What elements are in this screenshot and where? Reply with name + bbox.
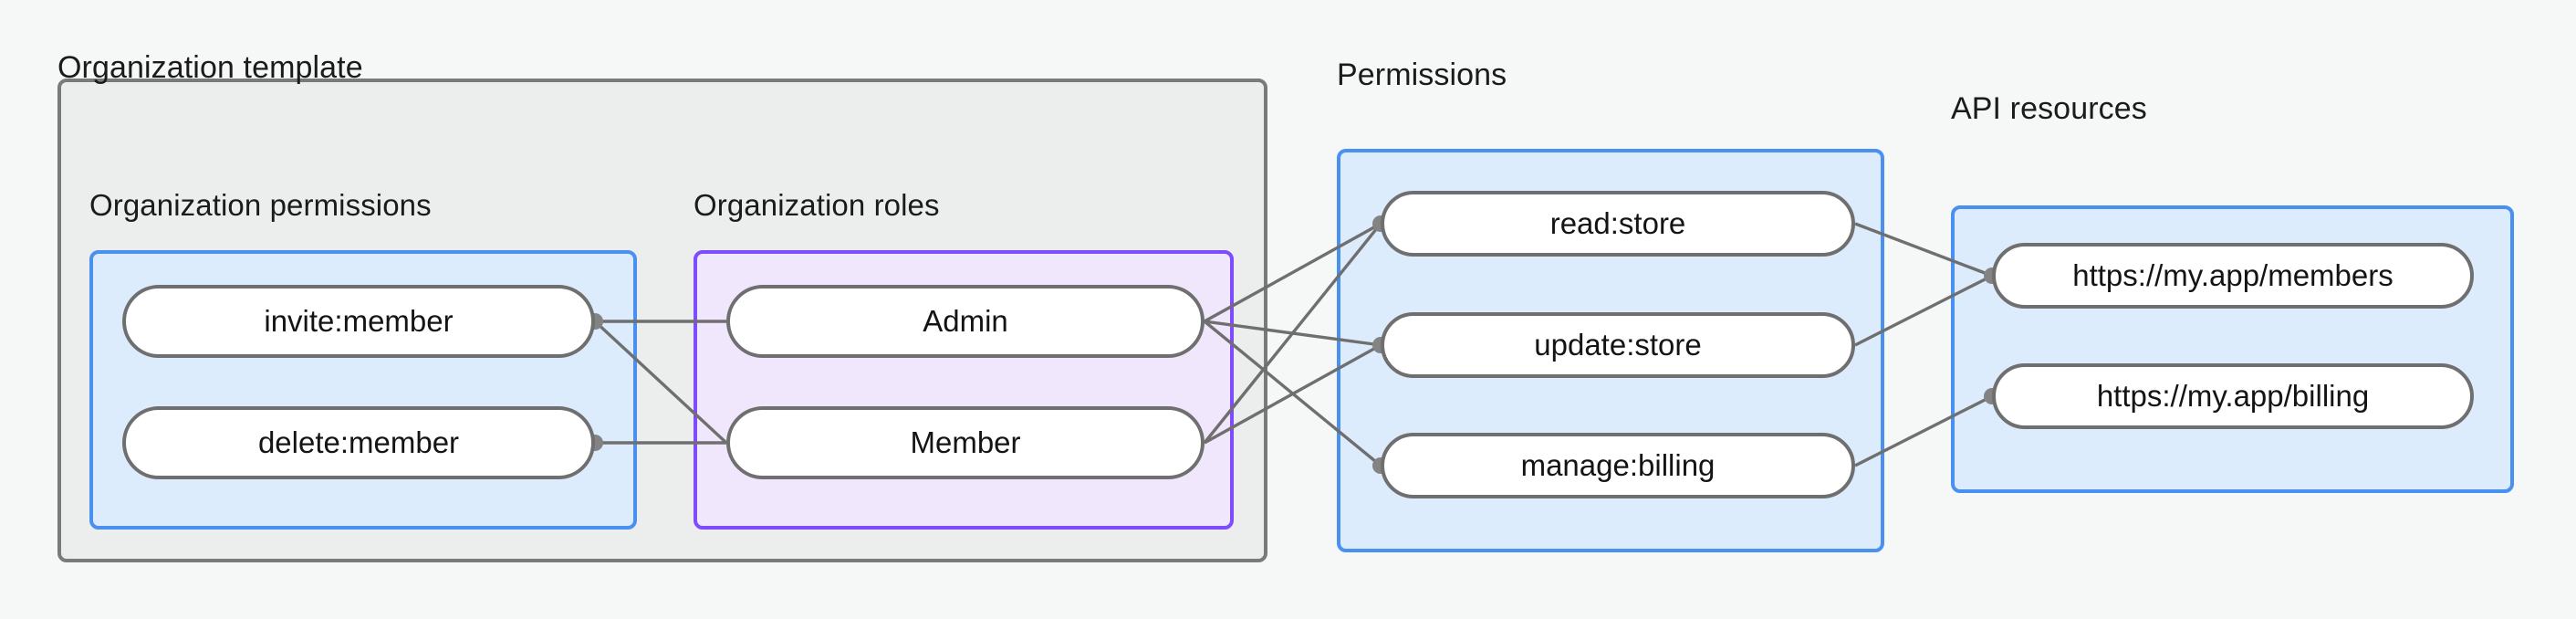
node-invite-member[interactable]: invite:member	[122, 285, 595, 358]
node-res-billing[interactable]: https://my.app/billing	[1992, 363, 2474, 429]
node-admin[interactable]: Admin	[726, 285, 1205, 358]
node-manage-billing[interactable]: manage:billing	[1381, 433, 1855, 498]
caption-organization-roles: Organization roles	[694, 188, 940, 222]
caption-organization-template: Organization template	[57, 50, 363, 85]
node-member[interactable]: Member	[726, 406, 1205, 479]
node-res-members[interactable]: https://my.app/members	[1992, 243, 2474, 309]
caption-api-resources: API resources	[1951, 91, 2147, 126]
node-update-store[interactable]: update:store	[1381, 312, 1855, 378]
node-read-store[interactable]: read:store	[1381, 191, 1855, 257]
caption-permissions: Permissions	[1337, 58, 1507, 92]
caption-organization-permissions: Organization permissions	[89, 188, 432, 222]
node-delete-member[interactable]: delete:member	[122, 406, 595, 479]
